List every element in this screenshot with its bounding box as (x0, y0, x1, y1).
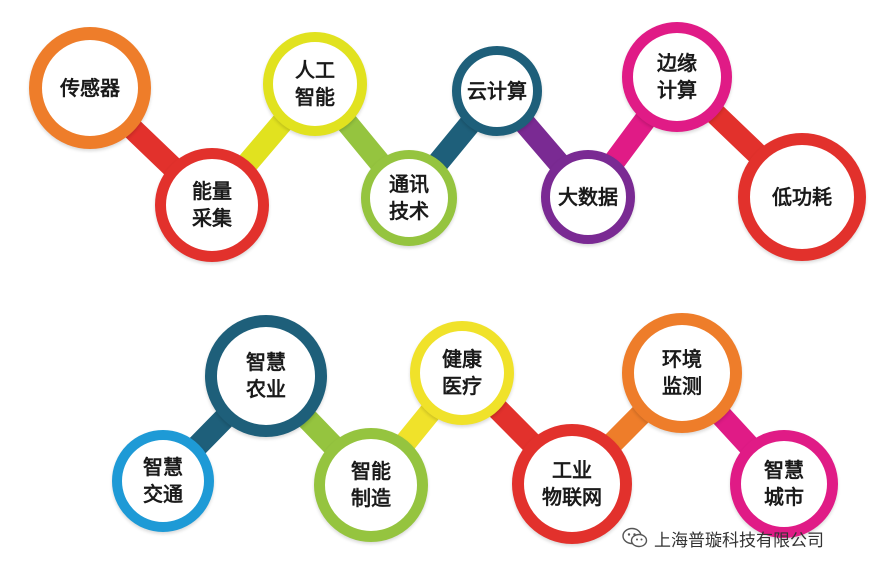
node-label: 计算 (657, 78, 697, 102)
node-健康医疗: 健康医疗 (410, 321, 514, 425)
node-label: 智能 (295, 85, 335, 109)
node-label: 云计算 (467, 78, 527, 103)
node-label: 通讯 (389, 172, 429, 196)
node-工业物联网: 工业物联网 (512, 424, 632, 544)
node-label: 交通 (143, 482, 183, 506)
node-能量采集: 能量采集 (155, 148, 269, 262)
node-label: 传感器 (60, 75, 120, 100)
watermark: 上海普璇科技有限公司 (622, 524, 824, 552)
node-label: 边缘 (657, 51, 697, 75)
watermark-text: 上海普璇科技有限公司 (654, 530, 824, 551)
node-label: 智慧 (764, 458, 804, 482)
node-智慧交通: 智慧交通 (112, 430, 214, 532)
node-环境监测: 环境监测 (622, 313, 742, 433)
node-云计算: 云计算 (452, 46, 542, 136)
node-智慧农业: 智慧农业 (205, 315, 327, 437)
node-label: 医疗 (442, 374, 482, 398)
node-边缘计算: 边缘计算 (622, 22, 732, 132)
node-label: 能量 (192, 179, 232, 203)
node-传感器: 传感器 (29, 27, 151, 149)
node-低功耗: 低功耗 (738, 133, 866, 261)
wechat-icon (622, 527, 648, 548)
node-label: 工业 (552, 458, 592, 482)
node-label: 技术 (389, 199, 429, 223)
node-label: 物联网 (542, 485, 602, 509)
node-label: 智慧 (246, 350, 286, 374)
node-label: 大数据 (558, 184, 618, 209)
node-label: 人工 (295, 58, 335, 82)
node-人工智能: 人工智能 (263, 32, 367, 136)
node-智慧城市: 智慧城市 (730, 430, 838, 538)
node-label: 采集 (192, 206, 232, 230)
node-label: 健康 (442, 347, 482, 371)
node-label: 城市 (764, 485, 804, 509)
node-label: 智慧 (143, 455, 183, 479)
node-label: 低功耗 (772, 184, 832, 209)
node-label: 监测 (662, 374, 702, 398)
node-label: 农业 (246, 377, 286, 401)
node-大数据: 大数据 (541, 150, 635, 244)
node-通讯技术: 通讯技术 (361, 150, 457, 246)
node-label: 制造 (351, 486, 391, 510)
node-label: 智能 (351, 459, 391, 483)
node-label: 环境 (662, 347, 702, 371)
node-智能制造: 智能制造 (314, 428, 428, 542)
